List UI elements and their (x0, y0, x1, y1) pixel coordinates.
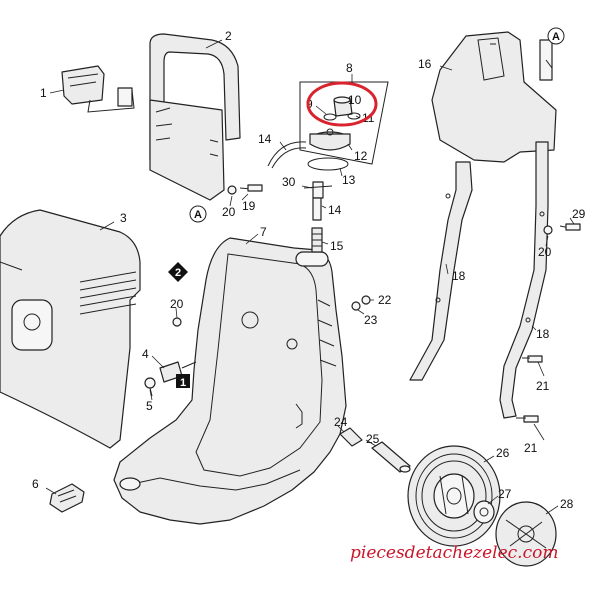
callout-12: 12 (354, 149, 368, 163)
marker-a-right: A (547, 27, 565, 45)
part-21-screw-a (522, 355, 543, 363)
marker-a-left: A (189, 205, 207, 223)
marker-1-label: 1 (180, 377, 186, 389)
callout-24: 24 (334, 415, 348, 429)
callout-25: 25 (366, 432, 380, 446)
callout-28: 28 (560, 497, 574, 511)
part-21-screw-b (516, 415, 539, 423)
callout-22: 22 (378, 293, 392, 307)
part-22-nut (361, 295, 371, 305)
callout-14-lower: 14 (328, 203, 342, 217)
part-3-cover (0, 209, 141, 449)
part-18-rail-right (499, 141, 549, 419)
part-12-cap (309, 128, 351, 151)
marker-1-square: 1 (176, 374, 190, 389)
callout-18-left: 18 (452, 269, 466, 283)
callout-2: 2 (225, 29, 232, 43)
callout-4: 4 (142, 347, 149, 361)
part-20-nut-c (543, 225, 553, 235)
part-7-frame (113, 237, 347, 525)
part-23-washer (351, 301, 361, 311)
part-6-block (49, 483, 85, 513)
part-14-tube-lower (312, 197, 322, 221)
callout-21-b: 21 (524, 441, 538, 455)
part-25-axle (371, 441, 411, 473)
callout-18-right: 18 (536, 327, 550, 341)
callout-30: 30 (282, 175, 296, 189)
part-11-ring (347, 112, 361, 120)
part-5-screw (144, 377, 156, 397)
callout-6: 6 (32, 477, 39, 491)
callout-19: 19 (242, 199, 256, 213)
callout-13: 13 (342, 173, 356, 187)
callout-16: 16 (418, 57, 432, 71)
part-10-knob (333, 96, 353, 117)
part-9-ring (323, 113, 337, 121)
part-18-rail-left (409, 161, 473, 381)
part-2-handle (149, 33, 241, 201)
part-16-handle-head (431, 31, 557, 163)
callout-7: 7 (260, 225, 267, 239)
callout-labels: 1 2 3 4 5 6 7 8 9 10 11 12 13 14 14 15 1… (32, 29, 586, 511)
marker-a-right-label: A (552, 31, 560, 43)
highlight-circle (306, 81, 378, 127)
part-26-wheel (407, 445, 501, 547)
callout-20-c: 20 (538, 245, 552, 259)
callout-20-b: 20 (170, 297, 184, 311)
part-27-washer (473, 500, 495, 524)
part-8-group (299, 81, 389, 165)
marker-a-left-label: A (194, 209, 202, 221)
callout-23: 23 (364, 313, 378, 327)
callout-10: 10 (348, 93, 362, 107)
callout-1: 1 (40, 86, 47, 100)
callout-20-a: 20 (222, 205, 236, 219)
callout-26: 26 (496, 446, 510, 460)
callout-3: 3 (120, 211, 127, 225)
callout-14-upper: 14 (258, 132, 272, 146)
callout-5: 5 (146, 399, 153, 413)
leader-lines (45, 39, 575, 515)
part-30-valve (303, 181, 333, 199)
callout-29: 29 (572, 207, 586, 221)
callout-21-a: 21 (536, 379, 550, 393)
callout-27: 27 (498, 487, 512, 501)
part-20-nut-a (227, 185, 237, 195)
part-29-screw (559, 223, 581, 231)
marker-2-diamond: 2 (168, 262, 188, 282)
callout-15: 15 (330, 239, 344, 253)
part-1-clip (61, 65, 135, 113)
part-19-screw (239, 184, 263, 192)
part-24-axle (339, 427, 363, 447)
part-13-seal (307, 157, 349, 171)
watermark-text: piecesdetachezelec.com (350, 543, 558, 563)
callout-8: 8 (346, 61, 353, 75)
part-15-fitting (311, 227, 323, 253)
marker-2-label: 2 (175, 267, 181, 279)
part-20-nut-b (172, 317, 182, 327)
part-28-hubcap (495, 501, 557, 567)
